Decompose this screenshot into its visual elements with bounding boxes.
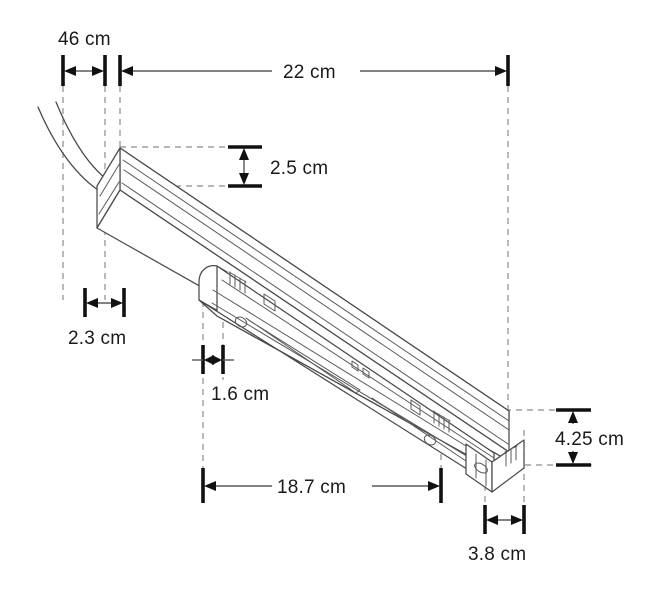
dimension-label-46cm: 46 cm: [58, 29, 111, 50]
dimension-22cm: 22 cm: [118, 55, 510, 86]
dimension-1-6cm: 1.6 cm: [192, 345, 269, 405]
contact-pins-right: [432, 410, 451, 433]
dimension-2-5cm: 2.5 cm: [228, 145, 328, 188]
dimension-46cm: 46 cm: [58, 29, 111, 86]
dimension-label-2-3cm: 2.3 cm: [68, 328, 126, 349]
contact-pins-left: [228, 271, 247, 294]
dimension-18-7cm: 18.7 cm: [201, 468, 443, 503]
dimension-label-4-25cm: 4.25 cm: [555, 429, 624, 450]
right-connector-block: [465, 439, 525, 493]
dimension-3-8cm: 3.8 cm: [468, 505, 526, 565]
dimension-4-25cm: 4.25 cm: [555, 408, 624, 467]
product-illustration: [37, 101, 525, 493]
dimension-label-1-6cm: 1.6 cm: [211, 384, 269, 405]
dimension-label-22cm: 22 cm: [283, 62, 336, 83]
dimension-2-3cm: 2.3 cm: [68, 288, 126, 349]
dimension-label-3-8cm: 3.8 cm: [468, 544, 526, 565]
dimension-label-2-5cm: 2.5 cm: [270, 158, 328, 179]
dimension-label-18-7cm: 18.7 cm: [277, 477, 346, 498]
